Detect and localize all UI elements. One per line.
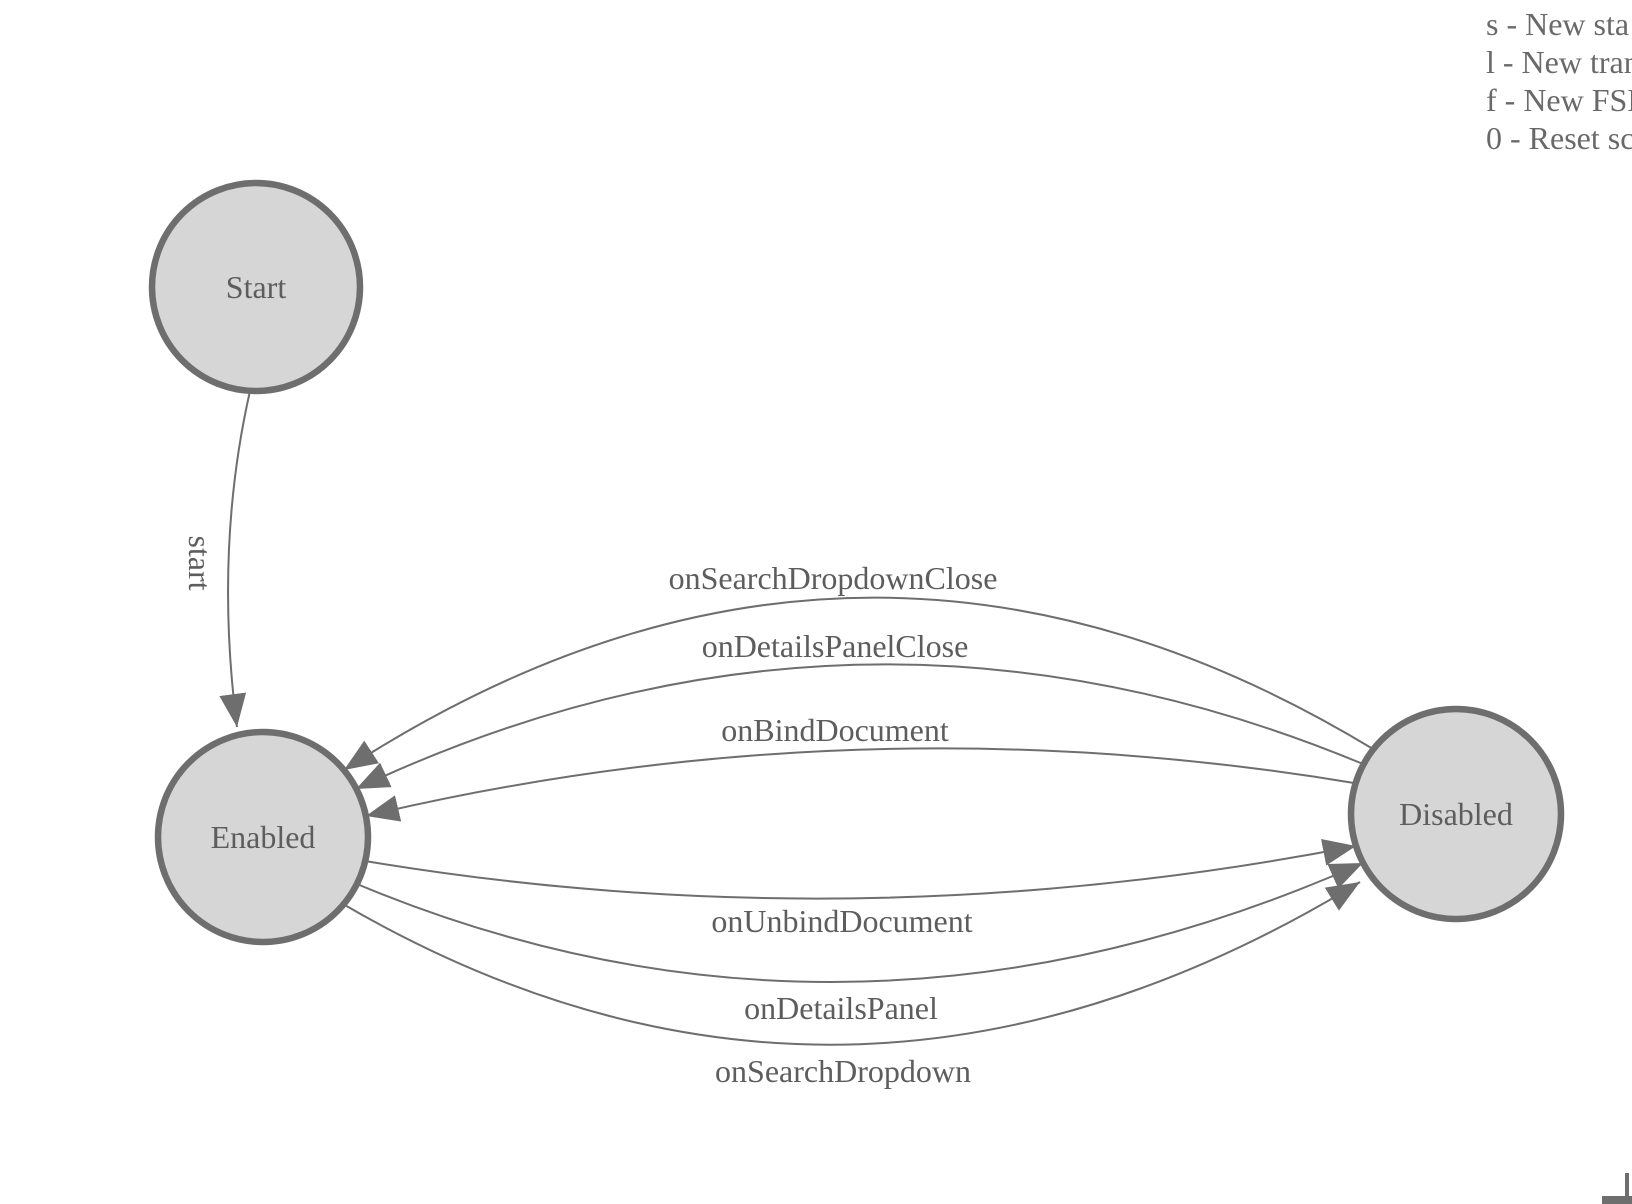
state-label-start: Start — [226, 269, 287, 305]
edge-on-bind-document[interactable] — [365, 747, 1355, 822]
legend-line-new-state: s - New sta — [1486, 6, 1629, 42]
edge-on-details-panel-close[interactable] — [355, 663, 1364, 790]
edge-label-on-details-panel: onDetailsPanel — [744, 990, 938, 1026]
state-label-disabled: Disabled — [1399, 796, 1513, 832]
legend-line-new-fsm: f - New FSM — [1486, 82, 1632, 118]
state-node-disabled[interactable] — [1347, 705, 1565, 923]
edge-on-details-panel[interactable] — [356, 862, 1364, 983]
edge-on-search-dropdown[interactable] — [342, 881, 1361, 1046]
edge-on-unbind-document[interactable] — [364, 839, 1357, 900]
edge-label-on-search-dropdown-close: onSearchDropdownClose — [669, 560, 998, 596]
clipped-corner-vertical-bar — [1625, 1173, 1629, 1204]
legend-line-reset: 0 - Reset sca — [1486, 120, 1632, 156]
state-node-start[interactable] — [148, 179, 364, 395]
edge-label-on-details-panel-close: onDetailsPanelClose — [702, 628, 969, 664]
clipped-corner-shape — [1602, 1173, 1632, 1204]
state-label-enabled: Enabled — [211, 819, 316, 855]
edge-label-start: start — [182, 535, 218, 590]
shortcut-legend: s - New sta l - New tran f - New FSM 0 -… — [1486, 6, 1632, 156]
edge-start[interactable] — [219, 390, 251, 728]
edge-on-search-dropdown-close[interactable] — [343, 596, 1374, 771]
edge-label-on-unbind-document: onUnbindDocument — [711, 903, 972, 939]
clipped-corner-horizontal-bar — [1602, 1196, 1632, 1204]
edge-label-on-search-dropdown: onSearchDropdown — [715, 1053, 971, 1089]
state-node-enabled[interactable] — [154, 728, 372, 946]
legend-line-new-transition: l - New tran — [1486, 44, 1632, 80]
edge-label-on-bind-document: onBindDocument — [721, 712, 949, 748]
